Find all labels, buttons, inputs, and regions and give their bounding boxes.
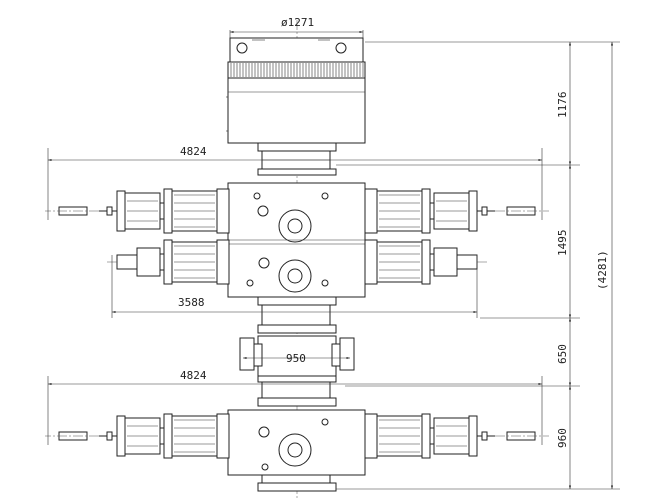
lifting-eye-right [335, 42, 347, 54]
annular-preventer [226, 37, 366, 144]
dim-upper-width: 4824 [47, 145, 543, 220]
lower-flange [257, 375, 337, 407]
lower-ram-operators [107, 239, 487, 285]
annular-body [227, 77, 366, 144]
dim-spool-height-label: 650 [556, 344, 569, 364]
dim-top-diameter-label: ø1271 [281, 16, 314, 29]
dim-spool-width: 950 [243, 352, 350, 365]
single-ram-body [227, 409, 366, 476]
middle-flange [257, 296, 337, 334]
single-ram-housing [227, 409, 366, 476]
dim-upper-width-label: 4824 [180, 145, 207, 158]
dim-double-ram-height-label: 1495 [556, 230, 569, 257]
drilling-spool [239, 335, 355, 377]
lifting-eye-left [236, 42, 248, 54]
lower-bore-flange [278, 259, 312, 293]
upper-flange [257, 142, 337, 176]
dim-spool-width-label: 950 [286, 352, 306, 365]
upper-ram-operators [45, 188, 549, 234]
dim-annular-height-label: 1176 [556, 92, 569, 119]
spool-side-outlet-left [239, 337, 255, 371]
dim-lower-width-label: 4824 [180, 369, 207, 382]
single-bore-flange [278, 433, 312, 467]
annular-bolt-ring [227, 61, 366, 79]
bottom-flange [257, 474, 337, 492]
double-ram-body [227, 182, 366, 298]
dim-middle-width: 3588 [111, 255, 478, 318]
dim-lower-width: 4824 [47, 369, 543, 445]
single-ram-operators [45, 413, 549, 459]
spool-side-outlet-right [339, 337, 355, 371]
upper-bore-flange [278, 209, 312, 243]
dim-right-verticals: 1176 1495 650 960 (4281) [336, 41, 620, 490]
annular-top-head [229, 37, 364, 63]
dim-middle-width-label: 3588 [178, 296, 205, 309]
dim-single-ram-height-label: 960 [556, 428, 569, 448]
dim-total-height-label: (4281) [596, 250, 609, 290]
dim-top-diameter: ø1271 [229, 16, 364, 38]
